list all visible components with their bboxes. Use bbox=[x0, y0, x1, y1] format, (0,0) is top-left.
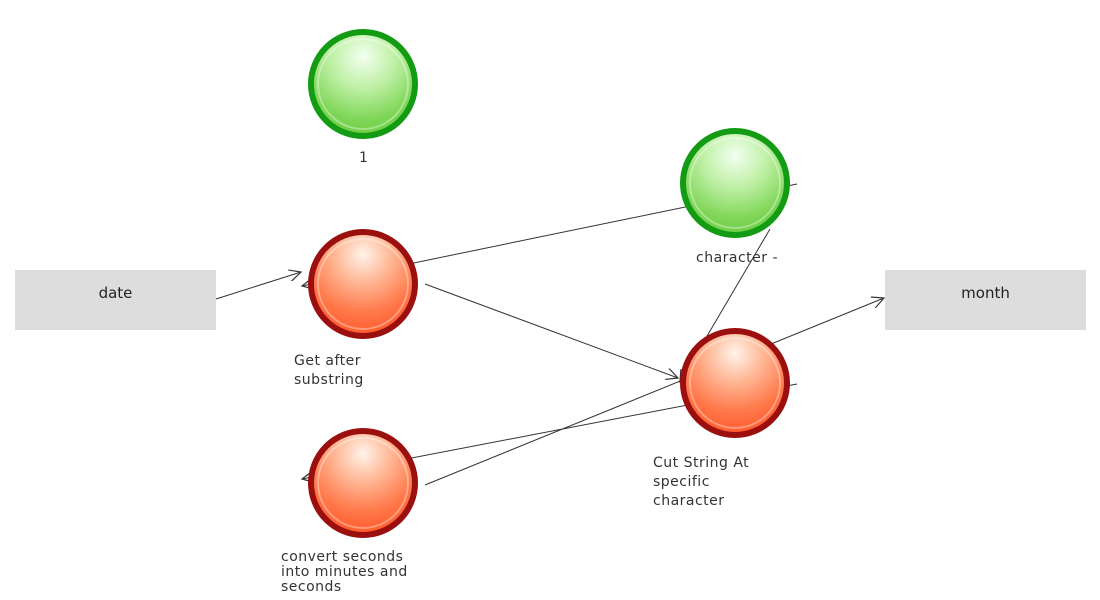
date-box-label: date bbox=[98, 284, 133, 302]
edge-convert-to-month bbox=[424, 298, 884, 486]
edge-date-to-get-after bbox=[215, 272, 301, 300]
edge-get-after-to-cut-string bbox=[424, 283, 678, 378]
node-1[interactable] bbox=[308, 29, 418, 139]
date-box[interactable]: date bbox=[15, 270, 216, 330]
month-box[interactable]: month bbox=[885, 270, 1086, 330]
node-cut-string[interactable] bbox=[680, 328, 790, 438]
node-get-after-substring-label: Get after substring bbox=[294, 353, 364, 388]
month-box-label: month bbox=[961, 284, 1010, 302]
node-character-label: character - bbox=[696, 250, 779, 266]
node-cut-string-label: Cut String At specific character bbox=[653, 455, 750, 509]
node-convert-seconds[interactable] bbox=[308, 428, 418, 538]
node-1-label: 1 bbox=[359, 150, 369, 166]
node-convert-seconds-label: convert seconds into minutes and seconds bbox=[281, 549, 408, 595]
node-get-after-substring[interactable] bbox=[308, 229, 418, 339]
node-character[interactable] bbox=[680, 128, 790, 238]
